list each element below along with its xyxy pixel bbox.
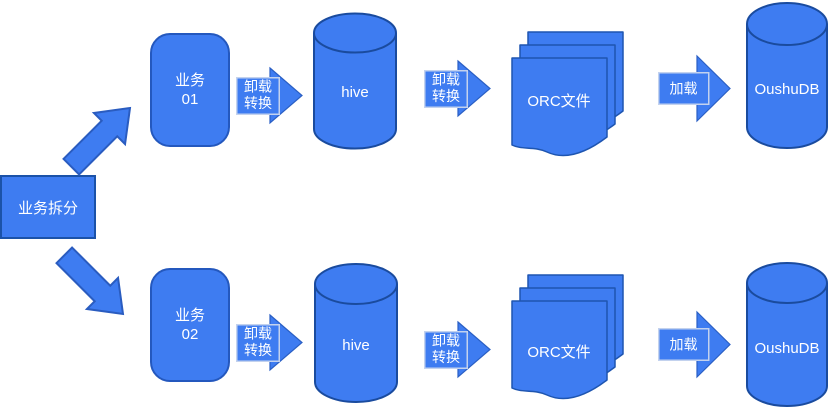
unload-transform-arrow-top-1: 卸载 转换	[236, 66, 303, 125]
unload-transform-arrow-top-2-line1: 卸载	[432, 72, 460, 88]
orc-files-top-label: ORC文件	[527, 93, 590, 110]
unload-transform-arrow-bottom-2-line2: 转换	[432, 349, 460, 365]
hive-cylinder-bottom: hive	[314, 263, 398, 403]
load-arrow-bottom-label: 加载	[670, 337, 698, 353]
unload-transform-arrow-bottom-1-line2: 转换	[244, 342, 272, 358]
service02-label-line1: 业务	[174, 307, 205, 324]
unload-transform-arrow-top-2: 卸载 转换	[424, 59, 491, 118]
oushudb-cylinder-bottom-label: OushuDB	[754, 340, 819, 357]
unload-transform-arrow-top-1-line2: 转换	[244, 95, 272, 111]
oushudb-cylinder-top: OushuDB	[746, 2, 828, 149]
unload-transform-arrow-top-2-line2: 转换	[432, 88, 460, 104]
split-to-service02-arrow-icon	[55, 246, 125, 316]
service02-box: 业务 02	[150, 268, 230, 382]
load-arrow-top-label: 加载	[670, 81, 698, 97]
service01-box: 业务 01	[150, 33, 230, 147]
orc-files-bottom-label: ORC文件	[527, 344, 590, 361]
split-box: 业务拆分	[0, 175, 96, 239]
load-arrow-top: 加载	[658, 54, 731, 123]
hive-cylinder-bottom-label: hive	[342, 337, 370, 354]
unload-transform-arrow-top-1-line1: 卸载	[244, 79, 272, 95]
service02-label-line2: 02	[181, 326, 199, 343]
split-box-label: 业务拆分	[17, 199, 78, 217]
orc-files-stack-bottom: ORC文件	[511, 274, 624, 400]
service01-label-line1: 业务	[174, 72, 205, 89]
service01-label-line2: 01	[181, 91, 199, 108]
unload-transform-arrow-bottom-2: 卸载 转换	[424, 320, 491, 379]
split-to-service01-arrow-icon	[62, 106, 132, 176]
oushudb-cylinder-bottom: OushuDB	[746, 262, 828, 407]
unload-transform-arrow-bottom-1-line1: 卸载	[244, 326, 272, 342]
hive-cylinder-top-label: hive	[341, 84, 369, 101]
unload-transform-arrow-bottom-2-line1: 卸载	[432, 333, 460, 349]
load-arrow-bottom: 加载	[658, 310, 731, 379]
orc-files-stack-top: ORC文件	[511, 31, 624, 157]
oushudb-cylinder-top-label: OushuDB	[754, 81, 819, 98]
unload-transform-arrow-bottom-1: 卸载 转换	[236, 313, 303, 372]
hive-cylinder-top: hive	[313, 12, 397, 150]
